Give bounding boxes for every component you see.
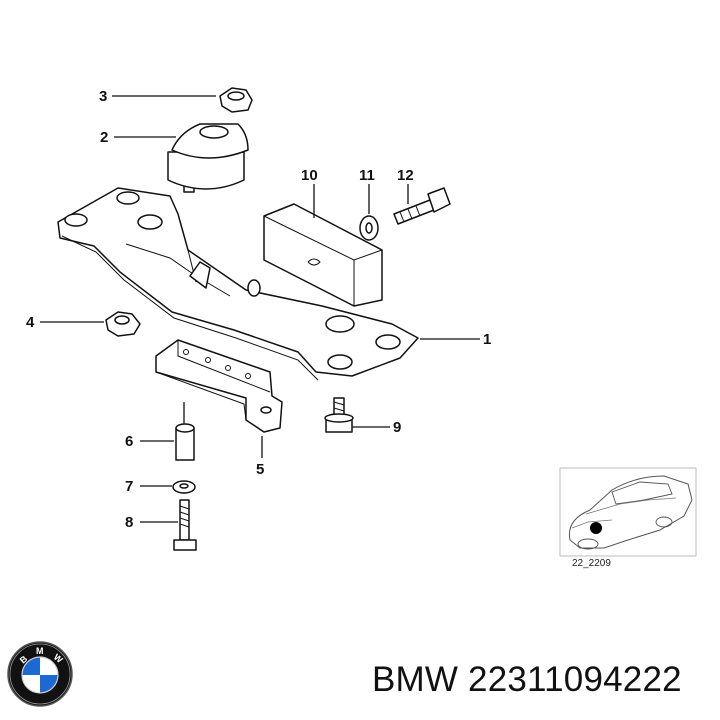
rubber-mount-part-2: [167, 123, 249, 193]
callout-1: 1: [483, 331, 491, 348]
callout-6: 6: [125, 433, 133, 450]
reference-code: 22_2209: [572, 558, 611, 569]
bracket-part-5: [155, 339, 283, 433]
callout-2: 2: [100, 129, 108, 146]
rubber-block-part-10: [263, 203, 383, 307]
vehicle-location-inset: 22_2209: [559, 467, 697, 569]
svg-text:M: M: [36, 646, 44, 656]
callout-3: 3: [99, 88, 107, 105]
svg-text:B: B: [18, 653, 30, 665]
washer-part-11: [359, 215, 379, 241]
callout-4: 4: [26, 314, 35, 331]
callout-11: 11: [359, 167, 375, 184]
hex-nut-part-3: [219, 87, 253, 113]
callout-5: 5: [256, 461, 264, 478]
bolt-part-8: [173, 499, 197, 551]
flange-bolt-part-9: [324, 397, 354, 433]
part-number-caption: BMW 22311094222: [372, 660, 682, 699]
bmw-logo: B M W: [7, 641, 73, 707]
crossmember-part-1: [57, 187, 419, 381]
callout-8: 8: [125, 514, 133, 531]
callout-12: 12: [397, 167, 414, 184]
location-marker: [590, 522, 602, 534]
callout-labels: 3 2 10 11 12 4 1 9 6 5 7 8: [26, 88, 491, 531]
nut-part-4: [105, 311, 141, 337]
leader-lines: [40, 95, 480, 523]
callout-10: 10: [301, 167, 318, 184]
callout-7: 7: [125, 478, 133, 495]
bolt-part-12: [393, 187, 451, 225]
spacer-sleeve-part-6: [175, 423, 195, 461]
washer-part-7: [172, 480, 196, 494]
callout-9: 9: [393, 419, 401, 436]
